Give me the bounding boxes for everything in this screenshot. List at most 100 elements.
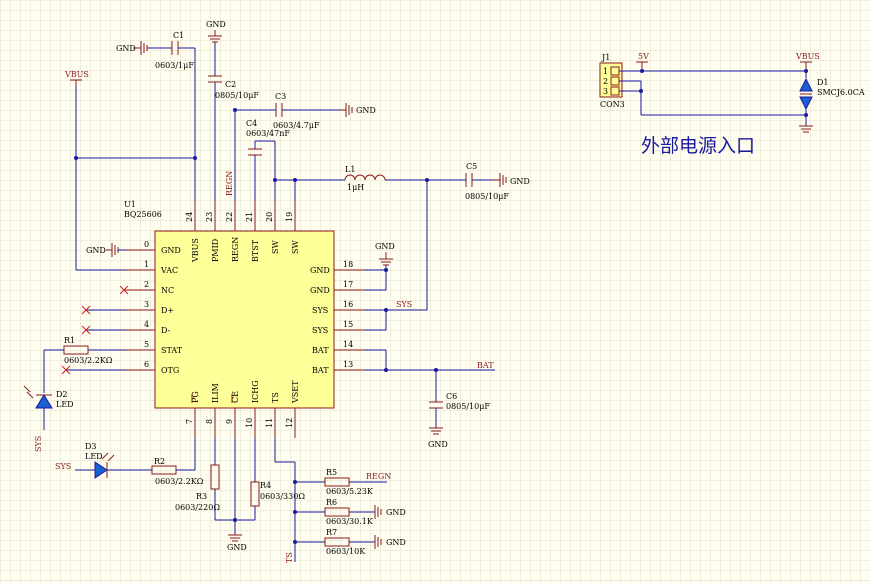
capacitor-c2[interactable] (208, 75, 222, 83)
pin-name-sw20: SW (271, 240, 280, 254)
c3-value: 0603/4.7μF (273, 121, 320, 130)
ic-ref: U1 (124, 200, 136, 209)
pin-num-9: 9 (225, 419, 234, 424)
c4-value: 0603/47nF (246, 129, 290, 138)
c6-gnd-label: GND (428, 440, 448, 449)
capacitor-c1[interactable] (171, 41, 179, 55)
vbus-net-label: VBUS (64, 70, 89, 79)
c3-ref: C3 (275, 92, 286, 101)
pin-num-16: 16 (343, 300, 353, 309)
gnd18-label: GND (375, 242, 395, 251)
inductor-l1[interactable] (344, 174, 386, 181)
capacitor-c3[interactable] (275, 103, 283, 117)
nc-mark-pin4 (81, 325, 91, 335)
pin-name-vbus: VBUS (191, 238, 200, 263)
d2-ref: D2 (56, 390, 68, 399)
resistor-r1[interactable] (63, 345, 89, 355)
d1-ref: D1 (817, 78, 829, 87)
pin-num-3: 3 (144, 300, 149, 309)
pin-name-stat: STAT (161, 346, 183, 355)
c3-gnd-symbol (340, 103, 353, 117)
d2-value: LED (56, 400, 74, 409)
c6-gnd-symbol (429, 427, 443, 435)
ts-net-label: TS (285, 552, 294, 563)
r5-value: 0603/5.23K (326, 487, 374, 496)
resistor-r2[interactable] (151, 465, 177, 475)
pin-num-20: 20 (265, 212, 274, 222)
pin-name-gnd: GND (161, 246, 181, 255)
c3-gnd-label: GND (356, 106, 376, 115)
pin-name-ts: TS (271, 392, 280, 403)
pin-num-5: 5 (144, 340, 149, 349)
pin-num-13: 13 (343, 360, 353, 369)
pin-num-19: 19 (285, 212, 294, 222)
r2-ref: R2 (154, 457, 165, 466)
resistor-r3[interactable] (210, 464, 220, 490)
r7-gnd-symbol (374, 535, 382, 549)
led-d3[interactable] (94, 461, 108, 479)
d3-ref: D3 (85, 442, 97, 451)
r1-value: 0603/2.2KΩ (64, 356, 113, 365)
r7-value: 0603/10K (326, 547, 366, 556)
nc-mark-pin6 (61, 365, 71, 375)
j1-pin-1: 1 (603, 67, 608, 76)
pin-num-0: 0 (144, 240, 149, 249)
pin-name-ilim: ILIM (211, 383, 220, 403)
pin-name-sw19: SW (291, 240, 300, 254)
d2-sys-net-label: SYS (34, 436, 43, 452)
pin-name-ce: CE (231, 391, 240, 403)
resistor-r6[interactable] (324, 507, 350, 517)
nc-mark-pin3 (81, 305, 91, 315)
r4-ref: R4 (260, 481, 271, 490)
d3-sys-net-label: SYS (55, 462, 71, 471)
r1-ref: R1 (64, 336, 75, 345)
c2-ref: C2 (225, 80, 236, 89)
pin-num-4: 4 (144, 320, 149, 329)
c1-gnd-label: GND (116, 44, 136, 53)
ic-u1-body[interactable] (154, 230, 335, 409)
ic-bottom-pin-lines (194, 408, 296, 438)
pin-name-vset: VSET (291, 380, 300, 404)
c1-ref: C1 (173, 31, 184, 40)
c2-value: 0805/10μF (215, 91, 259, 100)
d3-value: LED (85, 452, 103, 461)
capacitor-c5[interactable] (465, 173, 473, 187)
r7-gnd-label: GND (386, 538, 406, 547)
pin-num-2: 2 (144, 280, 149, 289)
r6-ref: R6 (326, 498, 337, 507)
pin-num-6: 6 (144, 360, 149, 369)
pin-num-10: 10 (245, 418, 254, 428)
resistor-r4[interactable] (250, 481, 260, 507)
pin-name-nc: NC (161, 286, 174, 295)
led-d2[interactable] (35, 394, 53, 409)
r5-regn-label: REGN (366, 472, 391, 481)
resistor-r5[interactable] (324, 477, 350, 487)
capacitor-c6[interactable] (429, 401, 443, 409)
pin-name-bat13: BAT (312, 366, 329, 375)
nc-mark-pin2 (119, 285, 129, 295)
pin-num-12: 12 (285, 418, 294, 428)
pin-num-17: 17 (343, 280, 353, 289)
gnd18-symbol (379, 252, 393, 266)
power-entry-title: 外部电源入口 (641, 135, 755, 157)
tvs-diode-d1[interactable] (799, 77, 813, 111)
c2-gnd-label: GND (206, 20, 226, 29)
r2-value: 0603/2.2KΩ (155, 477, 204, 486)
j1-5v-label: 5V (638, 52, 649, 61)
pin-name-vac: VAC (160, 266, 178, 275)
j1-pin-2: 2 (603, 77, 608, 86)
pin-name-bat14: BAT (312, 346, 329, 355)
pin0-gnd-label: GND (86, 246, 106, 255)
pin-name-ichg: ICHG (251, 380, 260, 403)
r6-value: 0603/30.1K (326, 517, 374, 526)
resistor-r7[interactable] (324, 537, 350, 547)
r6-gnd-label: GND (386, 508, 406, 517)
capacitor-c4[interactable] (248, 148, 262, 156)
pin-num-24: 24 (185, 212, 194, 222)
pin-num-1: 1 (144, 260, 149, 269)
c5-gnd-symbol (494, 173, 507, 187)
pin-num-22: 22 (225, 212, 234, 222)
pin-name-pmid: PMID (211, 239, 220, 262)
bottom-gnd-label: GND (227, 543, 247, 552)
j1-pin-3: 3 (603, 87, 608, 96)
